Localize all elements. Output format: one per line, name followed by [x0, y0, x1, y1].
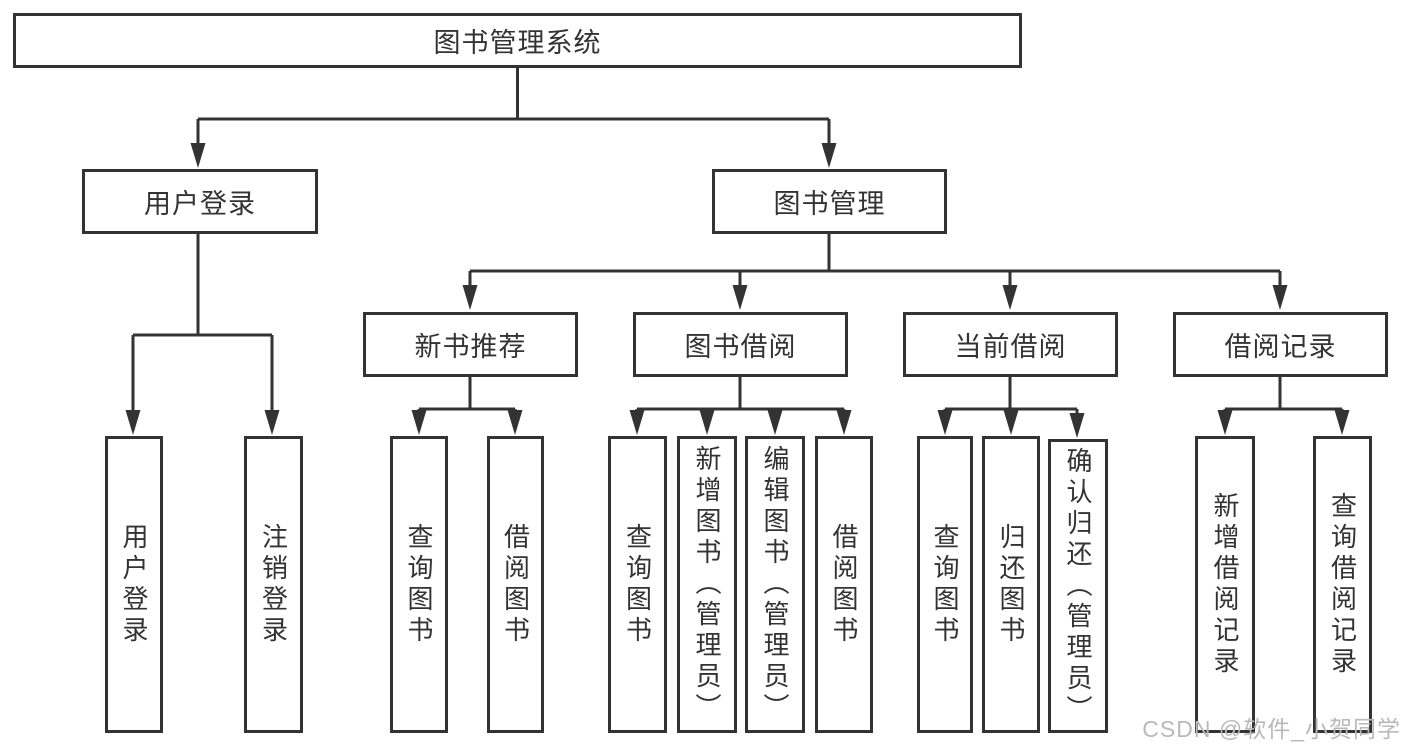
leaf-query-books-borrow: 查询图书	[608, 436, 667, 733]
leaf-add-book-admin: 新增图书（管理员）	[677, 436, 737, 733]
leaf-logout: 注销登录	[244, 436, 303, 733]
leaf-query-books-current: 查询图书	[917, 436, 973, 733]
leaf-confirm-return-admin-label: 确认归还（管理员）	[1063, 446, 1093, 726]
leaf-query-books-current-label: 查询图书	[930, 522, 960, 647]
node-new-book-recommend: 新书推荐	[363, 312, 578, 377]
node-book-mgmt: 图书管理	[712, 169, 947, 234]
node-user-login: 用户登录	[82, 169, 318, 234]
node-borrow-records: 借阅记录	[1173, 312, 1388, 377]
leaf-query-books-borrow-label: 查询图书	[622, 522, 653, 647]
leaf-borrow-books-label: 借阅图书	[829, 522, 859, 647]
leaf-borrow-books-recommend: 借阅图书	[487, 436, 544, 733]
leaf-query-books-recommend: 查询图书	[390, 436, 448, 733]
leaf-query-books-recommend-label: 查询图书	[404, 522, 434, 647]
node-book-borrow: 图书借阅	[633, 312, 848, 377]
leaf-borrow-books: 借阅图书	[815, 436, 873, 733]
leaf-add-borrow-record-label: 新增借阅记录	[1210, 491, 1240, 678]
node-new-book-recommend-label: 新书推荐	[414, 332, 527, 362]
connector-mgmt-to-level3	[462, 234, 1288, 310]
leaf-user-login-label: 用户登录	[119, 522, 149, 647]
leaf-query-borrow-record: 查询借阅记录	[1313, 436, 1372, 733]
connector-bookborrow-to-leaves	[629, 377, 852, 435]
csdn-watermark: CSDN @软件_小贺同学	[1142, 716, 1401, 742]
leaf-edit-book-admin-label: 编辑图书（管理员）	[760, 445, 790, 724]
leaf-edit-book-admin: 编辑图书（管理员）	[745, 436, 805, 733]
node-current-borrow-label: 当前借阅	[954, 332, 1067, 362]
leaf-logout-label: 注销登录	[258, 522, 289, 647]
leaf-confirm-return-admin: 确认归还（管理员）	[1048, 439, 1108, 733]
leaf-add-borrow-record: 新增借阅记录	[1195, 436, 1255, 733]
node-root: 图书管理系统	[13, 13, 1022, 68]
leaf-return-book: 归还图书	[982, 436, 1040, 733]
node-book-borrow-label: 图书借阅	[684, 332, 797, 362]
node-user-login-label: 用户登录	[144, 189, 256, 219]
leaf-query-borrow-record-label: 查询借阅记录	[1327, 491, 1358, 678]
node-current-borrow: 当前借阅	[903, 312, 1118, 377]
leaf-return-book-label: 归还图书	[996, 522, 1026, 647]
node-root-label: 图书管理系统	[433, 28, 602, 58]
leaf-user-login: 用户登录	[105, 436, 163, 733]
connector-root-to-level2	[190, 68, 837, 168]
leaf-borrow-books-recommend-label: 借阅图书	[500, 522, 531, 647]
connector-records-to-leaves	[1217, 377, 1350, 435]
connector-currentborrow-to-leaves	[937, 377, 1085, 438]
leaf-add-book-admin-label: 新增图书（管理员）	[692, 445, 722, 724]
node-book-mgmt-label: 图书管理	[773, 189, 886, 219]
connector-login-to-leaves	[125, 234, 280, 435]
connector-newbook-to-leaves	[411, 377, 523, 435]
node-borrow-records-label: 借阅记录	[1224, 332, 1337, 362]
